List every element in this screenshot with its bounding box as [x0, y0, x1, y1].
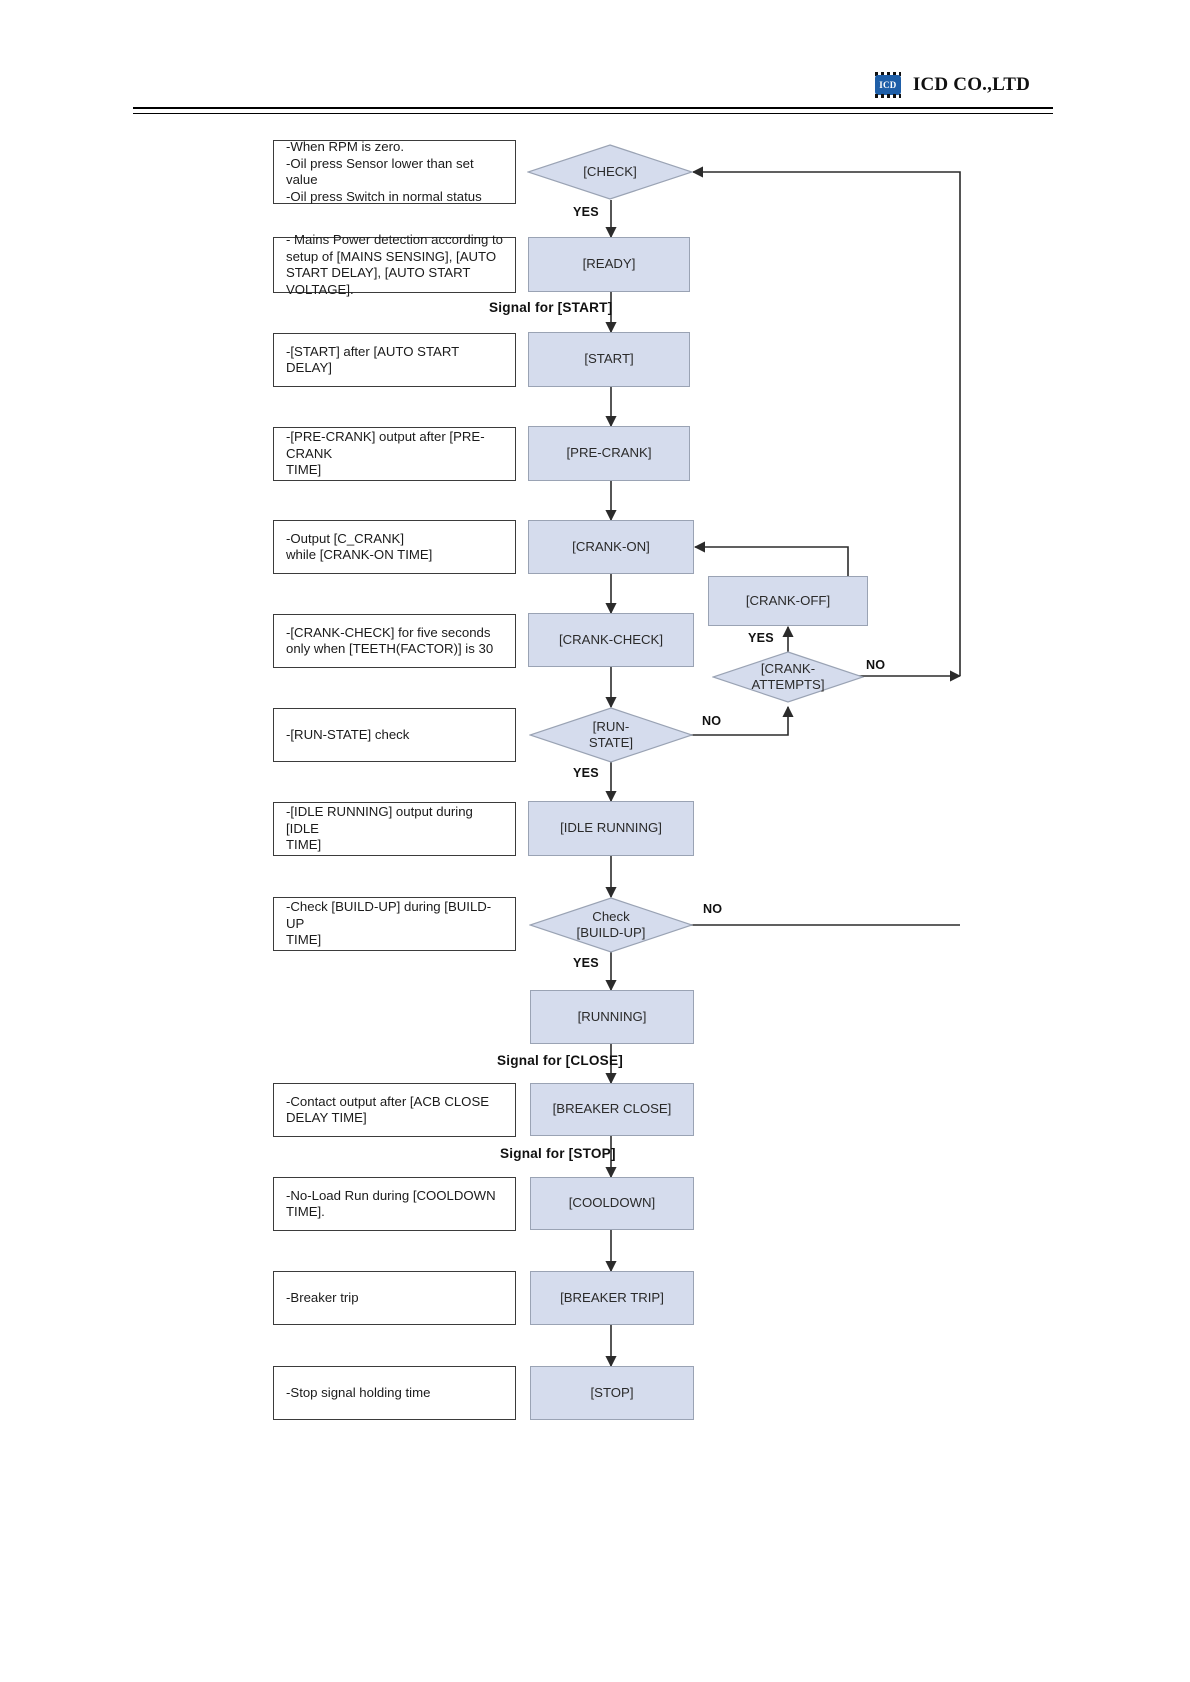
edge-label-check-yes: YES — [573, 205, 599, 219]
chip-icon: ICD — [871, 72, 905, 98]
process-crank-off: [CRANK-OFF] — [708, 576, 868, 626]
edge-label-runstate-no: NO — [702, 714, 722, 728]
process-running: [RUNNING] — [530, 990, 694, 1044]
edge-label-runstate-yes: YES — [573, 766, 599, 780]
decision-build-up: Check [BUILD-UP] — [529, 897, 693, 953]
header-rule — [133, 107, 1053, 114]
decision-run-state: [RUN- STATE] — [529, 707, 693, 763]
edge-label-signal-for-close: Signal for [CLOSE] — [497, 1053, 623, 1068]
process-pre-crank: [PRE-CRANK] — [528, 426, 690, 481]
description-ready: - Mains Power detection according to set… — [273, 232, 516, 297]
description-check: -When RPM is zero. -Oil press Sensor low… — [273, 139, 516, 204]
edge-label-signal-for-stop: Signal for [STOP] — [500, 1146, 616, 1161]
company-logo: ICD ICD CO.,LTD — [871, 72, 1030, 98]
decision-crank-attempts: [CRANK- ATTEMPTS] — [712, 651, 864, 703]
edge-label-attempts-no: NO — [866, 658, 886, 672]
description-pre-crank: -[PRE-CRANK] output after [PRE-CRANK TIM… — [273, 427, 516, 481]
edge-label-buildup-no: NO — [703, 902, 723, 916]
edge-label-attempts-yes: YES — [748, 631, 774, 645]
description-crank-check: -[CRANK-CHECK] for five seconds only whe… — [273, 614, 516, 668]
decision-run-state-label: [RUN- STATE] — [588, 718, 634, 750]
edge-label-signal-for-start: Signal for [START] — [489, 300, 613, 315]
description-breaker-close: -Contact output after [ACB CLOSE DELAY T… — [273, 1083, 516, 1137]
description-stop: -Stop signal holding time — [273, 1366, 516, 1420]
process-cooldown: [COOLDOWN] — [530, 1177, 694, 1230]
process-crank-check: [CRANK-CHECK] — [528, 613, 694, 667]
description-crank-on: -Output [C_CRANK] while [CRANK-ON TIME] — [273, 520, 516, 574]
decision-check-label: [CHECK] — [583, 163, 637, 179]
process-stop: [STOP] — [530, 1366, 694, 1420]
description-breaker-trip: -Breaker trip — [273, 1271, 516, 1325]
edge-label-buildup-yes: YES — [573, 956, 599, 970]
description-cooldown: -No-Load Run during [COOLDOWN TIME]. — [273, 1177, 516, 1231]
process-breaker-close: [BREAKER CLOSE] — [530, 1083, 694, 1136]
company-name: ICD CO.,LTD — [912, 74, 1030, 95]
process-idle-running: [IDLE RUNNING] — [528, 801, 694, 856]
chip-icon-label: ICD — [879, 80, 897, 90]
description-idle-running: -[IDLE RUNNING] output during [IDLE TIME… — [273, 802, 516, 856]
process-breaker-trip: [BREAKER TRIP] — [530, 1271, 694, 1325]
description-build-up: -Check [BUILD-UP] during [BUILD-UP TIME] — [273, 897, 516, 951]
page-header: ICD ICD CO.,LTD — [0, 0, 1190, 120]
process-start: [START] — [528, 332, 690, 387]
description-start: -[START] after [AUTO START DELAY] — [273, 333, 516, 387]
process-ready: [READY] — [528, 237, 690, 292]
decision-check: [CHECK] — [527, 144, 693, 200]
decision-crank-attempts-label: [CRANK- ATTEMPTS] — [751, 660, 825, 692]
decision-build-up-label: Check [BUILD-UP] — [576, 908, 646, 940]
description-run-state: -[RUN-STATE] check — [273, 708, 516, 762]
process-crank-on: [CRANK-ON] — [528, 520, 694, 574]
